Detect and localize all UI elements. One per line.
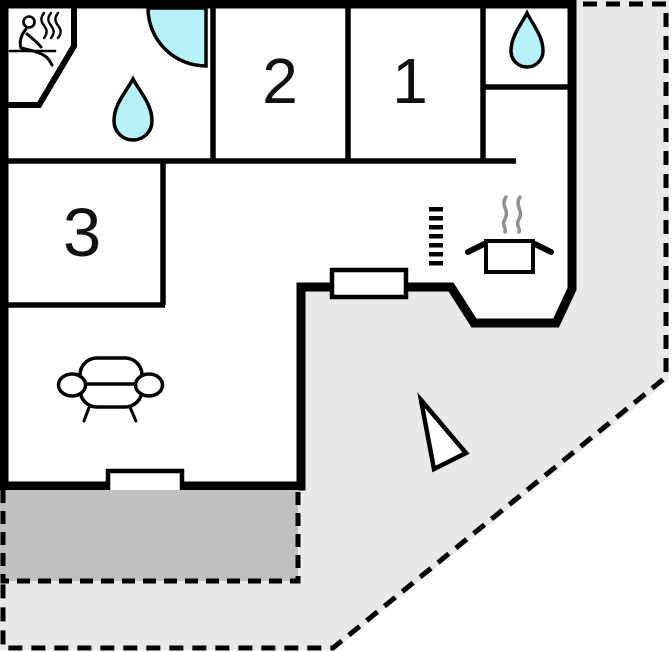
wall-sauna-cabin [0, 4, 77, 108]
stove-icon [429, 207, 443, 266]
shower-door-icon [146, 6, 208, 68]
sofa-icon [56, 356, 165, 423]
sauna-icon [8, 11, 62, 67]
cooking-pot-icon [465, 195, 554, 274]
north-arrow-icon [417, 392, 470, 473]
pot-handles [465, 241, 554, 255]
sofa-left-armrest [56, 372, 88, 398]
pot-body [484, 239, 535, 274]
covered-terrace-boundary-dashed [0, 490, 301, 584]
window-dining [329, 267, 409, 300]
interior-walls [0, 4, 571, 308]
room-3-label: 3 [63, 194, 101, 271]
room-2-label: 2 [262, 45, 298, 117]
covered-terrace-area [0, 490, 298, 581]
bathroom-water-drop-icon [112, 75, 154, 142]
wc-water-drop-icon [509, 9, 545, 69]
sauna-steam-lines [40, 11, 62, 40]
room-1-label: 1 [392, 45, 428, 117]
pot-steam-lines [501, 195, 523, 234]
sofa-right-armrest [133, 372, 165, 398]
sauna-person-head [22, 15, 36, 29]
